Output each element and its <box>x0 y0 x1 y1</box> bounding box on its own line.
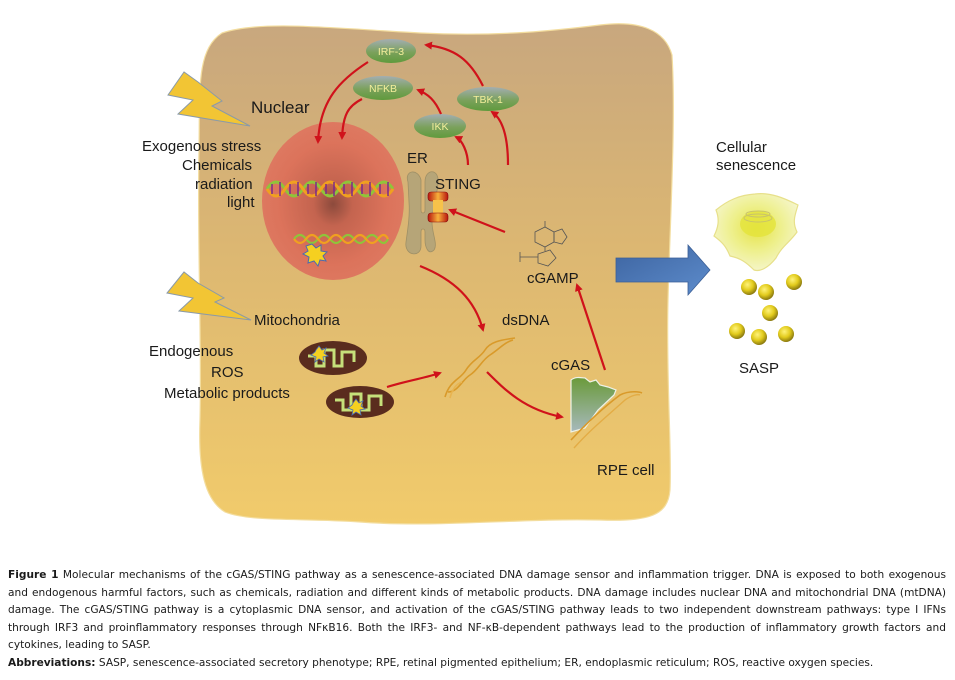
senescent-cell-icon <box>713 193 799 272</box>
cgamp-molecule-icon <box>519 221 568 267</box>
sasp-particle <box>778 326 794 342</box>
cgas-icon <box>570 376 643 449</box>
label-radiation: radiation <box>195 176 253 193</box>
arrow-sting-to-tbk1 <box>490 110 510 166</box>
label-senescence: senescence <box>716 157 797 174</box>
sting-icon <box>427 191 449 223</box>
dsdna-icon <box>444 337 516 399</box>
label-rpe-cell: RPE cell <box>597 462 655 479</box>
protein-irf3: IRF-3 <box>366 39 416 63</box>
arrow-nucleus-to-dsdna <box>419 264 486 332</box>
arrow-dsdna-to-cgas <box>486 371 564 420</box>
lightning-icon-exogenous <box>167 71 251 127</box>
caption-abbreviations-label: Abbreviations: <box>8 656 96 669</box>
figure-caption: Figure 1 Molecular mechanisms of the cGA… <box>8 567 946 673</box>
sasp-particle <box>741 279 757 295</box>
label-cgas: cGAS <box>551 357 591 374</box>
caption-abbreviations-text: SASP, senescence-associated secretory ph… <box>98 656 874 669</box>
sasp-particle <box>786 274 802 290</box>
lightning-icon-endogenous <box>166 271 252 321</box>
mitochondrion-icon-2 <box>326 386 394 418</box>
svg-text:TBK-1: TBK-1 <box>473 94 503 106</box>
protein-ikk: IKK <box>414 114 466 138</box>
nuclear-dna-icon <box>265 180 395 198</box>
label-chemicals: Chemicals <box>182 157 253 174</box>
protein-nfkb: NFKB <box>353 76 413 100</box>
label-nuclear: Nuclear <box>251 98 310 117</box>
arrow-nfkb-to-nucleus <box>338 98 363 140</box>
arrow-mito-to-dsdna <box>386 371 442 389</box>
label-cellular: Cellular <box>716 139 767 156</box>
sasp-particle <box>762 305 778 321</box>
damaged-dna-icon <box>293 233 389 268</box>
label-dsdna: dsDNA <box>502 312 550 329</box>
sasp-particle <box>758 284 774 300</box>
arrow-sting-to-ikk <box>454 136 470 166</box>
arrow-irf3-to-nucleus <box>314 61 369 144</box>
sasp-particle <box>751 329 767 345</box>
sasp-particles <box>729 274 802 345</box>
label-endogenous: Endogenous <box>149 343 234 360</box>
svg-text:IKK: IKK <box>432 121 449 133</box>
caption-figure-label: Figure 1 <box>8 569 59 581</box>
sasp-particle <box>729 323 745 339</box>
svg-text:IRF-3: IRF-3 <box>378 46 404 58</box>
pathway-figure: IRF-3 NFKB IKK TBK-1 <box>142 23 802 525</box>
arrow-tbk1-to-irf3 <box>424 41 484 87</box>
damage-burst-icon <box>301 243 329 268</box>
label-er: ER <box>407 150 428 167</box>
nucleus <box>262 122 404 280</box>
label-cgamp: cGAMP <box>527 270 579 287</box>
senescence-arrow[interactable] <box>615 243 711 297</box>
arrow-cgas-to-cgamp <box>575 283 607 371</box>
label-ros: ROS <box>211 364 244 381</box>
caption-figure-text: Molecular mechanisms of the cGAS/STING p… <box>8 569 946 652</box>
pathway-diagram: IRF-3 NFKB IKK TBK-1 <box>166 23 802 525</box>
mitochondrion-icon-1 <box>299 341 367 375</box>
label-metabolic-products: Metabolic products <box>164 385 290 402</box>
label-exogenous-stress: Exogenous stress <box>142 138 262 155</box>
svg-text:NFKB: NFKB <box>369 83 397 95</box>
label-mitochondria: Mitochondria <box>254 312 340 329</box>
protein-tbk1: TBK-1 <box>457 87 519 111</box>
label-sting: STING <box>435 176 481 193</box>
label-light: light <box>227 194 255 211</box>
arrow-cgamp-to-sting <box>448 208 506 234</box>
arrow-ikk-to-nfkb <box>416 88 443 115</box>
label-sasp: SASP <box>739 360 780 377</box>
